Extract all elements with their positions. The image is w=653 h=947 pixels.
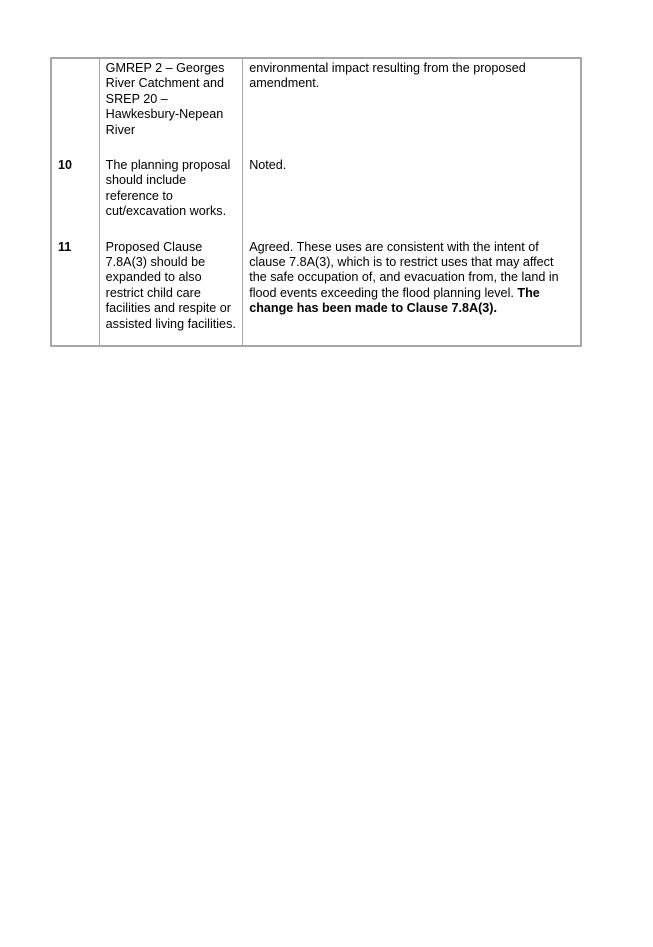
response-bold-text: The change has been made to Clause 7.8A(… — [249, 285, 540, 316]
row-number: 11 — [50, 239, 100, 347]
table-row: 10 The planning proposal should include … — [50, 158, 582, 240]
row-number: 10 — [50, 158, 100, 240]
submission-text: GMREP 2 – Georges River Catchment and SR… — [98, 58, 244, 159]
response-cell: Noted. — [242, 158, 582, 240]
table-row: 11 Proposed Clause 7.8A(3) should be exp… — [50, 239, 582, 347]
response-text: Noted. — [249, 158, 287, 173]
submission-text: The planning proposal should include ref… — [98, 158, 244, 240]
submissions-table: GMREP 2 – Georges River Catchment and SR… — [50, 57, 582, 348]
response-text: Agreed. These uses are consistent with t… — [249, 239, 559, 300]
row-number — [50, 58, 100, 159]
response-cell: environmental impact resulting from the … — [242, 58, 582, 159]
response-cell: Agreed. These uses are consistent with t… — [242, 239, 582, 347]
table-row: GMREP 2 – Georges River Catchment and SR… — [50, 58, 582, 159]
submission-text: Proposed Clause 7.8A(3) should be expand… — [98, 239, 244, 347]
response-text: environmental impact resulting from the … — [249, 61, 526, 91]
